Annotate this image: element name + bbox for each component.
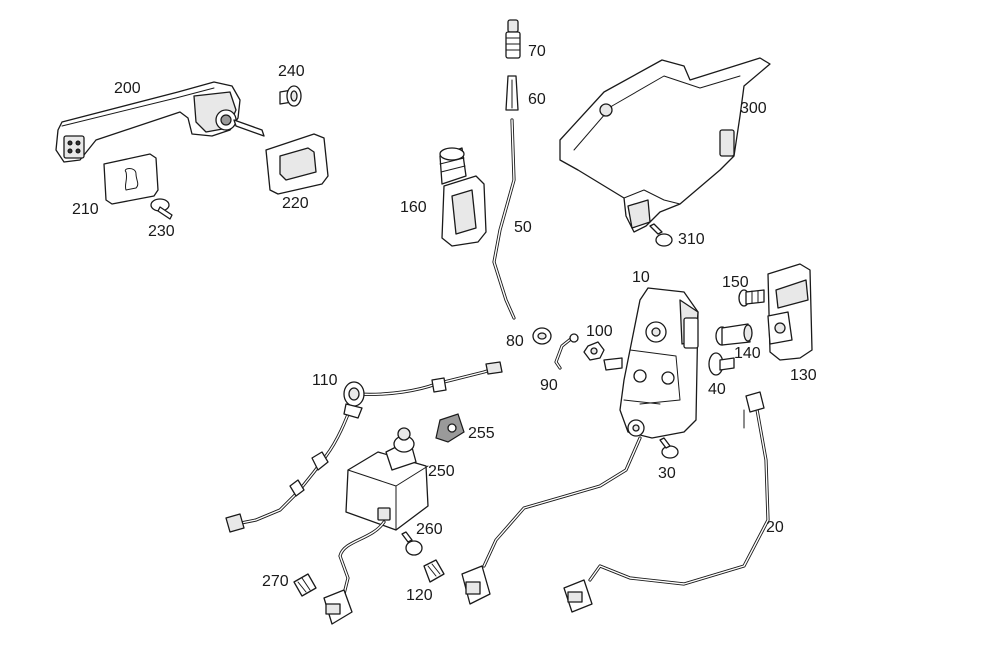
- part-270-connector[interactable]: [293, 573, 317, 597]
- callout-150: 150: [722, 274, 749, 291]
- actuator-harness: [323, 520, 386, 625]
- part-70-rod-end[interactable]: [505, 19, 521, 59]
- part-40-washer[interactable]: [708, 352, 735, 376]
- callout-270: 270: [262, 573, 289, 590]
- part-250-actuator[interactable]: [345, 427, 429, 531]
- callout-120: 120: [406, 587, 433, 604]
- callout-90: 90: [540, 377, 558, 394]
- part-50-rod[interactable]: [492, 118, 516, 320]
- part-230-screw[interactable]: [150, 198, 173, 220]
- callout-10: 10: [632, 269, 650, 286]
- callout-130: 130: [790, 367, 817, 384]
- callout-60: 60: [528, 91, 546, 108]
- part-220-gasket[interactable]: [265, 133, 329, 195]
- callout-250: 250: [428, 463, 455, 480]
- part-10-door-lock[interactable]: [603, 287, 699, 439]
- part-100-nut[interactable]: [583, 341, 605, 361]
- callout-220: 220: [282, 195, 309, 212]
- callout-70: 70: [528, 43, 546, 60]
- callout-40: 40: [708, 381, 726, 398]
- part-300-cover[interactable]: [559, 57, 771, 233]
- callout-110: 110: [312, 372, 338, 389]
- part-80-clip[interactable]: [532, 327, 552, 345]
- callout-200: 200: [114, 80, 141, 97]
- part-130-striker-plate[interactable]: [767, 263, 813, 361]
- callout-30: 30: [658, 465, 676, 482]
- callout-labels: 10 20 30 40 50 60 70 80 90 100 110 120 1…: [72, 43, 817, 604]
- callout-240: 240: [278, 63, 305, 80]
- part-210-gasket[interactable]: [103, 153, 159, 205]
- part-240-pin[interactable]: [279, 85, 302, 107]
- callout-310: 310: [678, 231, 705, 248]
- part-60-clip[interactable]: [505, 75, 519, 111]
- part-310-screw[interactable]: [649, 223, 673, 247]
- part-110-bowden-cable[interactable]: [225, 361, 503, 533]
- part-150-screw[interactable]: [738, 289, 765, 307]
- part-200-door-handle[interactable]: [55, 81, 265, 163]
- callout-160: 160: [400, 199, 427, 216]
- callout-140: 140: [734, 345, 761, 362]
- callout-255: 255: [468, 425, 495, 442]
- part-20-wiring-harness[interactable]: [461, 391, 770, 613]
- callout-230: 230: [148, 223, 175, 240]
- callout-50: 50: [514, 219, 532, 236]
- callout-100: 100: [586, 323, 613, 340]
- callout-20: 20: [766, 519, 784, 536]
- callout-260: 260: [416, 521, 443, 538]
- part-30-screw[interactable]: [659, 437, 679, 459]
- part-260-screw[interactable]: [401, 531, 423, 556]
- part-120-connector[interactable]: [423, 559, 445, 583]
- part-160-inner-handle-bracket[interactable]: [439, 147, 487, 247]
- callout-210: 210: [72, 201, 99, 218]
- part-255-bracket[interactable]: [435, 413, 465, 443]
- part-140-bolt[interactable]: [715, 323, 753, 346]
- part-90-link[interactable]: [554, 333, 579, 370]
- callout-80: 80: [506, 333, 524, 350]
- callout-300: 300: [740, 100, 767, 117]
